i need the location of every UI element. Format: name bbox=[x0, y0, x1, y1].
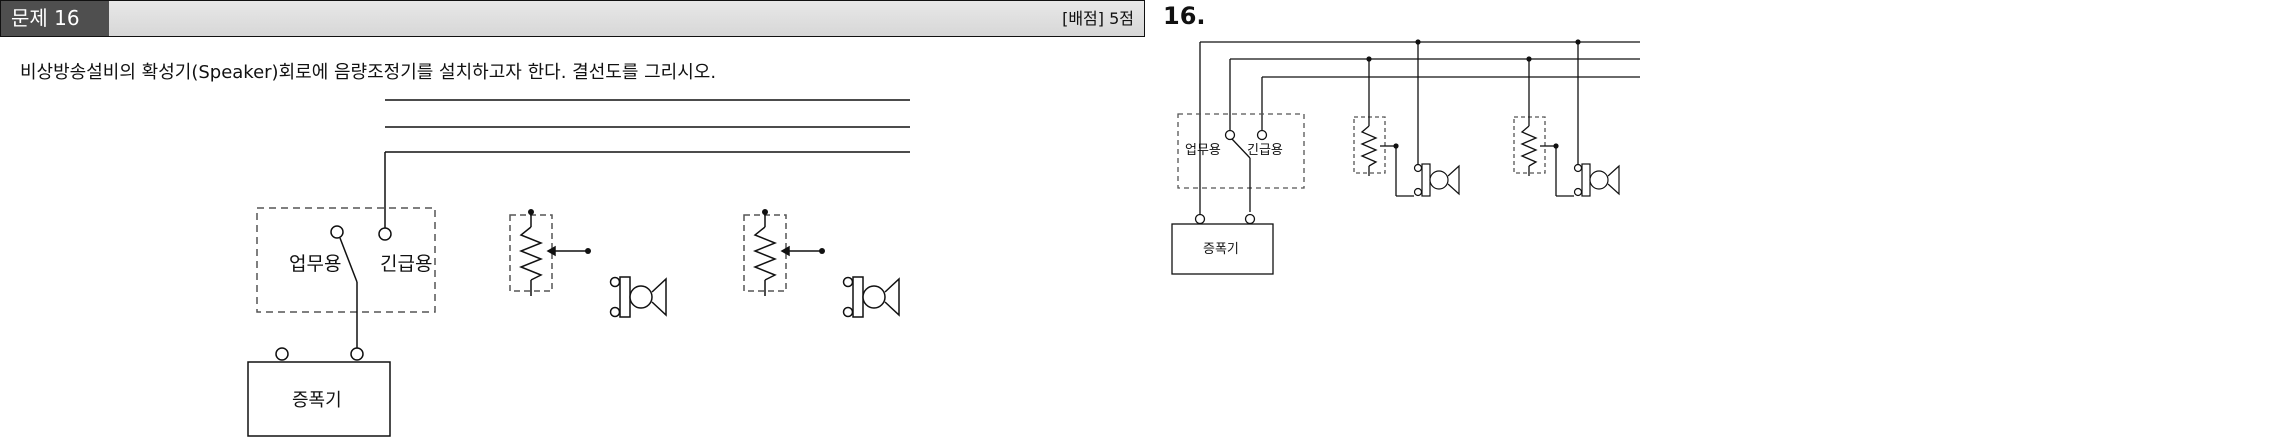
answer-amp-terminal-right bbox=[1244, 213, 1256, 225]
amplifier-label: 증폭기 bbox=[292, 390, 342, 411]
question-header: 문제 16 [배점] 5점 bbox=[0, 0, 1145, 37]
answer-amplifier-box bbox=[1171, 223, 1274, 275]
answer-amp-terminal-left bbox=[1194, 213, 1206, 225]
terminal-dot bbox=[528, 209, 534, 215]
amplifier-box bbox=[247, 361, 391, 437]
wiper-arrow-icon bbox=[546, 245, 556, 257]
switch-label-business: 업무용 bbox=[289, 253, 341, 275]
speaker-icon bbox=[842, 276, 900, 318]
answer-amplifier-label: 증폭기 bbox=[1203, 242, 1239, 257]
speaker-icon bbox=[1573, 163, 1620, 197]
score-label: [배점] 5점 bbox=[1062, 9, 1134, 28]
question-number-label: 문제 16 bbox=[1, 1, 109, 36]
wiper-arrow-icon bbox=[780, 245, 790, 257]
terminal-dot bbox=[762, 209, 768, 215]
resistor-icon bbox=[752, 226, 778, 281]
junction-dot bbox=[1526, 56, 1532, 62]
speaker-icon bbox=[609, 276, 667, 318]
answer-switch-label-emergency: 긴급용 bbox=[1247, 143, 1283, 158]
switch-contact-emergency bbox=[378, 227, 392, 241]
problem-diagram bbox=[247, 99, 910, 437]
answer-switch-label-business: 업무용 bbox=[1185, 143, 1221, 158]
answer-switch-box bbox=[1177, 113, 1305, 189]
question-text: 비상방송설비의 확성기(Speaker)회로에 음량조정기를 설치하고자 한다.… bbox=[20, 62, 717, 83]
answer-diagram bbox=[1171, 41, 1640, 275]
junction-dot bbox=[1575, 39, 1581, 45]
switch-contact-business bbox=[330, 225, 344, 239]
junction-dot bbox=[1553, 143, 1559, 149]
switch-blade bbox=[339, 237, 358, 283]
header-bar-fill bbox=[109, 1, 1144, 36]
answer-number: 16. bbox=[1163, 2, 1206, 30]
junction-dot bbox=[1415, 39, 1421, 45]
terminal-dot bbox=[585, 248, 591, 254]
switch-label-emergency: 긴급용 bbox=[380, 253, 432, 275]
junction-dot bbox=[1366, 56, 1372, 62]
resistor-icon bbox=[518, 226, 544, 281]
answer-contact-emergency bbox=[1256, 129, 1268, 141]
resistor-icon bbox=[1360, 125, 1378, 167]
answer-contact-business bbox=[1224, 129, 1236, 141]
speaker-icon bbox=[1413, 163, 1460, 197]
amp-terminal-left bbox=[275, 347, 289, 361]
junction-dot bbox=[1393, 143, 1399, 149]
amp-terminal-right bbox=[350, 347, 364, 361]
terminal-dot bbox=[819, 248, 825, 254]
answer-switch-blade bbox=[1231, 138, 1251, 159]
resistor-icon bbox=[1520, 125, 1538, 167]
selector-switch-box bbox=[256, 207, 436, 313]
